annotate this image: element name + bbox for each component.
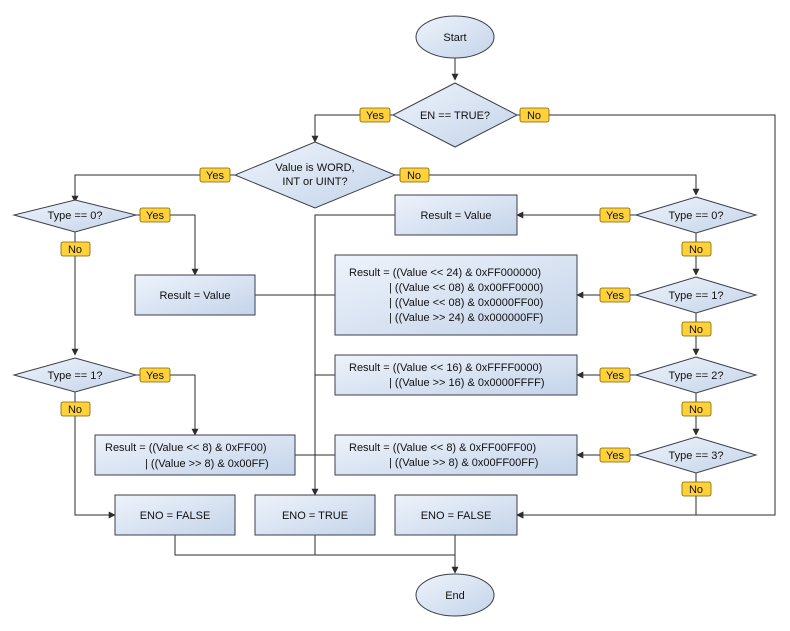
edge-type-yes <box>71 174 235 203</box>
svg-text:No: No <box>689 244 703 256</box>
svg-text:No: No <box>68 244 82 256</box>
svg-text:Yes: Yes <box>606 450 624 462</box>
r-result-halfswap-box: Result = ((Value << 16) & 0xFFFF0000) | … <box>334 354 578 396</box>
eno-true-box: ENO = TRUE <box>254 494 376 536</box>
r-type2-text: Type == 2? <box>668 370 723 382</box>
r-type0-text: Type == 0? <box>668 210 723 222</box>
svg-text:No: No <box>689 324 703 336</box>
r-res1-line2: | ((Value << 08) & 0x00FF0000) <box>389 282 543 294</box>
label-r-type2-no: No <box>681 401 712 417</box>
svg-text:Yes: Yes <box>606 210 624 222</box>
edge-l-type1-no <box>74 392 116 519</box>
l-type0-text: Type == 0? <box>47 210 102 222</box>
l-type1-decision: Type == 1? <box>12 357 138 393</box>
eno-false-right-text: ENO = FALSE <box>421 510 492 522</box>
start-text: Start <box>443 32 466 44</box>
l-type0-decision: Type == 0? <box>12 199 138 233</box>
l-result-value-box: Result = Value <box>134 274 256 316</box>
edge-rvalue-enotrue <box>311 214 395 496</box>
r-res3-line1: Result = ((Value << 8) & 0xFF00FF00) <box>349 442 536 454</box>
label-l-type0-yes: Yes <box>139 207 171 223</box>
r-res2-line2: | ((Value >> 16) & 0x0000FFFF) <box>389 377 545 389</box>
r-type0-decision: Type == 0? <box>634 196 758 234</box>
eno-false-left-box: ENO = FALSE <box>114 494 236 536</box>
label-r-type3-yes: Yes <box>599 447 631 463</box>
svg-text:No: No <box>407 170 421 182</box>
eno-false-left-text: ENO = FALSE <box>140 510 211 522</box>
svg-text:No: No <box>689 484 703 496</box>
r-res3-line2: | ((Value >> 8) & 0x00FF00FF) <box>389 457 538 469</box>
label-l-type0-no: No <box>60 241 91 257</box>
label-l-type1-no: No <box>60 401 91 417</box>
l-result-value-text: Result = Value <box>159 290 230 302</box>
edge-l-type1-yes <box>136 374 199 436</box>
label-r-type0-no: No <box>681 241 712 257</box>
type-decision: Value is WORD, INT or UINT? <box>233 141 397 209</box>
label-r-type0-yes: Yes <box>599 207 631 223</box>
svg-text:Yes: Yes <box>206 170 224 182</box>
type-decision-text-1: Value is WORD, <box>275 162 354 174</box>
svg-text:No: No <box>689 404 703 416</box>
svg-text:No: No <box>68 404 82 416</box>
r-type3-decision: Type == 3? <box>634 436 758 474</box>
en-decision: EN == TRUE? <box>391 82 519 148</box>
r-type1-text: Type == 1? <box>668 290 723 302</box>
label-l-type1-yes: Yes <box>139 367 171 383</box>
l-type1-text: Type == 1? <box>47 370 102 382</box>
svg-text:Yes: Yes <box>146 370 164 382</box>
eno-false-right-box: ENO = FALSE <box>394 494 518 536</box>
l-result-swap-text-2: | ((Value >> 8) & 0x00FF) <box>145 458 269 470</box>
type-decision-text-2: INT or UINT? <box>282 176 347 188</box>
r-res2-line1: Result = ((Value << 16) & 0xFFFF0000) <box>349 362 542 374</box>
r-result-value-text: Result = Value <box>420 210 491 222</box>
r-result-byteswap-box: Result = ((Value << 8) & 0xFF00FF00) | (… <box>334 434 578 476</box>
edge-type-no <box>395 174 700 196</box>
r-type3-text: Type == 3? <box>668 450 723 462</box>
start-node: Start <box>415 15 495 59</box>
svg-text:Yes: Yes <box>606 370 624 382</box>
svg-text:Yes: Yes <box>366 110 384 122</box>
l-result-swap-box: Result = ((Value << 8) & 0xFF00) | ((Val… <box>94 434 296 476</box>
eno-true-text: ENO = TRUE <box>282 510 348 522</box>
r-res1-line3: | ((Value << 08) & 0x0000FF00) <box>389 297 543 309</box>
label-type-no: No <box>399 167 430 183</box>
r-type1-decision: Type == 1? <box>634 276 758 314</box>
svg-text:Yes: Yes <box>606 290 624 302</box>
label-r-type1-no: No <box>681 321 712 337</box>
label-en-no: No <box>519 107 550 123</box>
r-res1-line1: Result = ((Value << 24) & 0xFF000000) <box>349 267 541 279</box>
label-r-type1-yes: Yes <box>599 287 631 303</box>
svg-text:No: No <box>527 110 541 122</box>
svg-text:Yes: Yes <box>146 210 164 222</box>
label-en-yes: Yes <box>359 107 391 123</box>
label-r-type2-yes: Yes <box>599 367 631 383</box>
label-type-yes: Yes <box>199 167 231 183</box>
end-text: End <box>445 590 465 602</box>
en-decision-text: EN == TRUE? <box>420 110 490 122</box>
edge-enofalse-left-end <box>174 535 455 556</box>
r-res1-line4: | ((Value >> 24) & 0x000000FF) <box>389 312 543 324</box>
l-result-swap-text-1: Result = ((Value << 8) & 0xFF00) <box>105 442 267 454</box>
edge-l-type0-yes <box>136 214 199 276</box>
edge-labels: Yes No Yes No Yes No Yes No <box>60 107 712 497</box>
r-type2-decision: Type == 2? <box>634 356 758 394</box>
end-node: End <box>415 573 495 617</box>
label-r-type3-no: No <box>681 481 712 497</box>
r-result-value-box: Result = Value <box>394 194 518 236</box>
r-result-32bit-box: Result = ((Value << 24) & 0xFF000000) | … <box>334 254 578 336</box>
edge-r-type3-no <box>516 473 697 519</box>
